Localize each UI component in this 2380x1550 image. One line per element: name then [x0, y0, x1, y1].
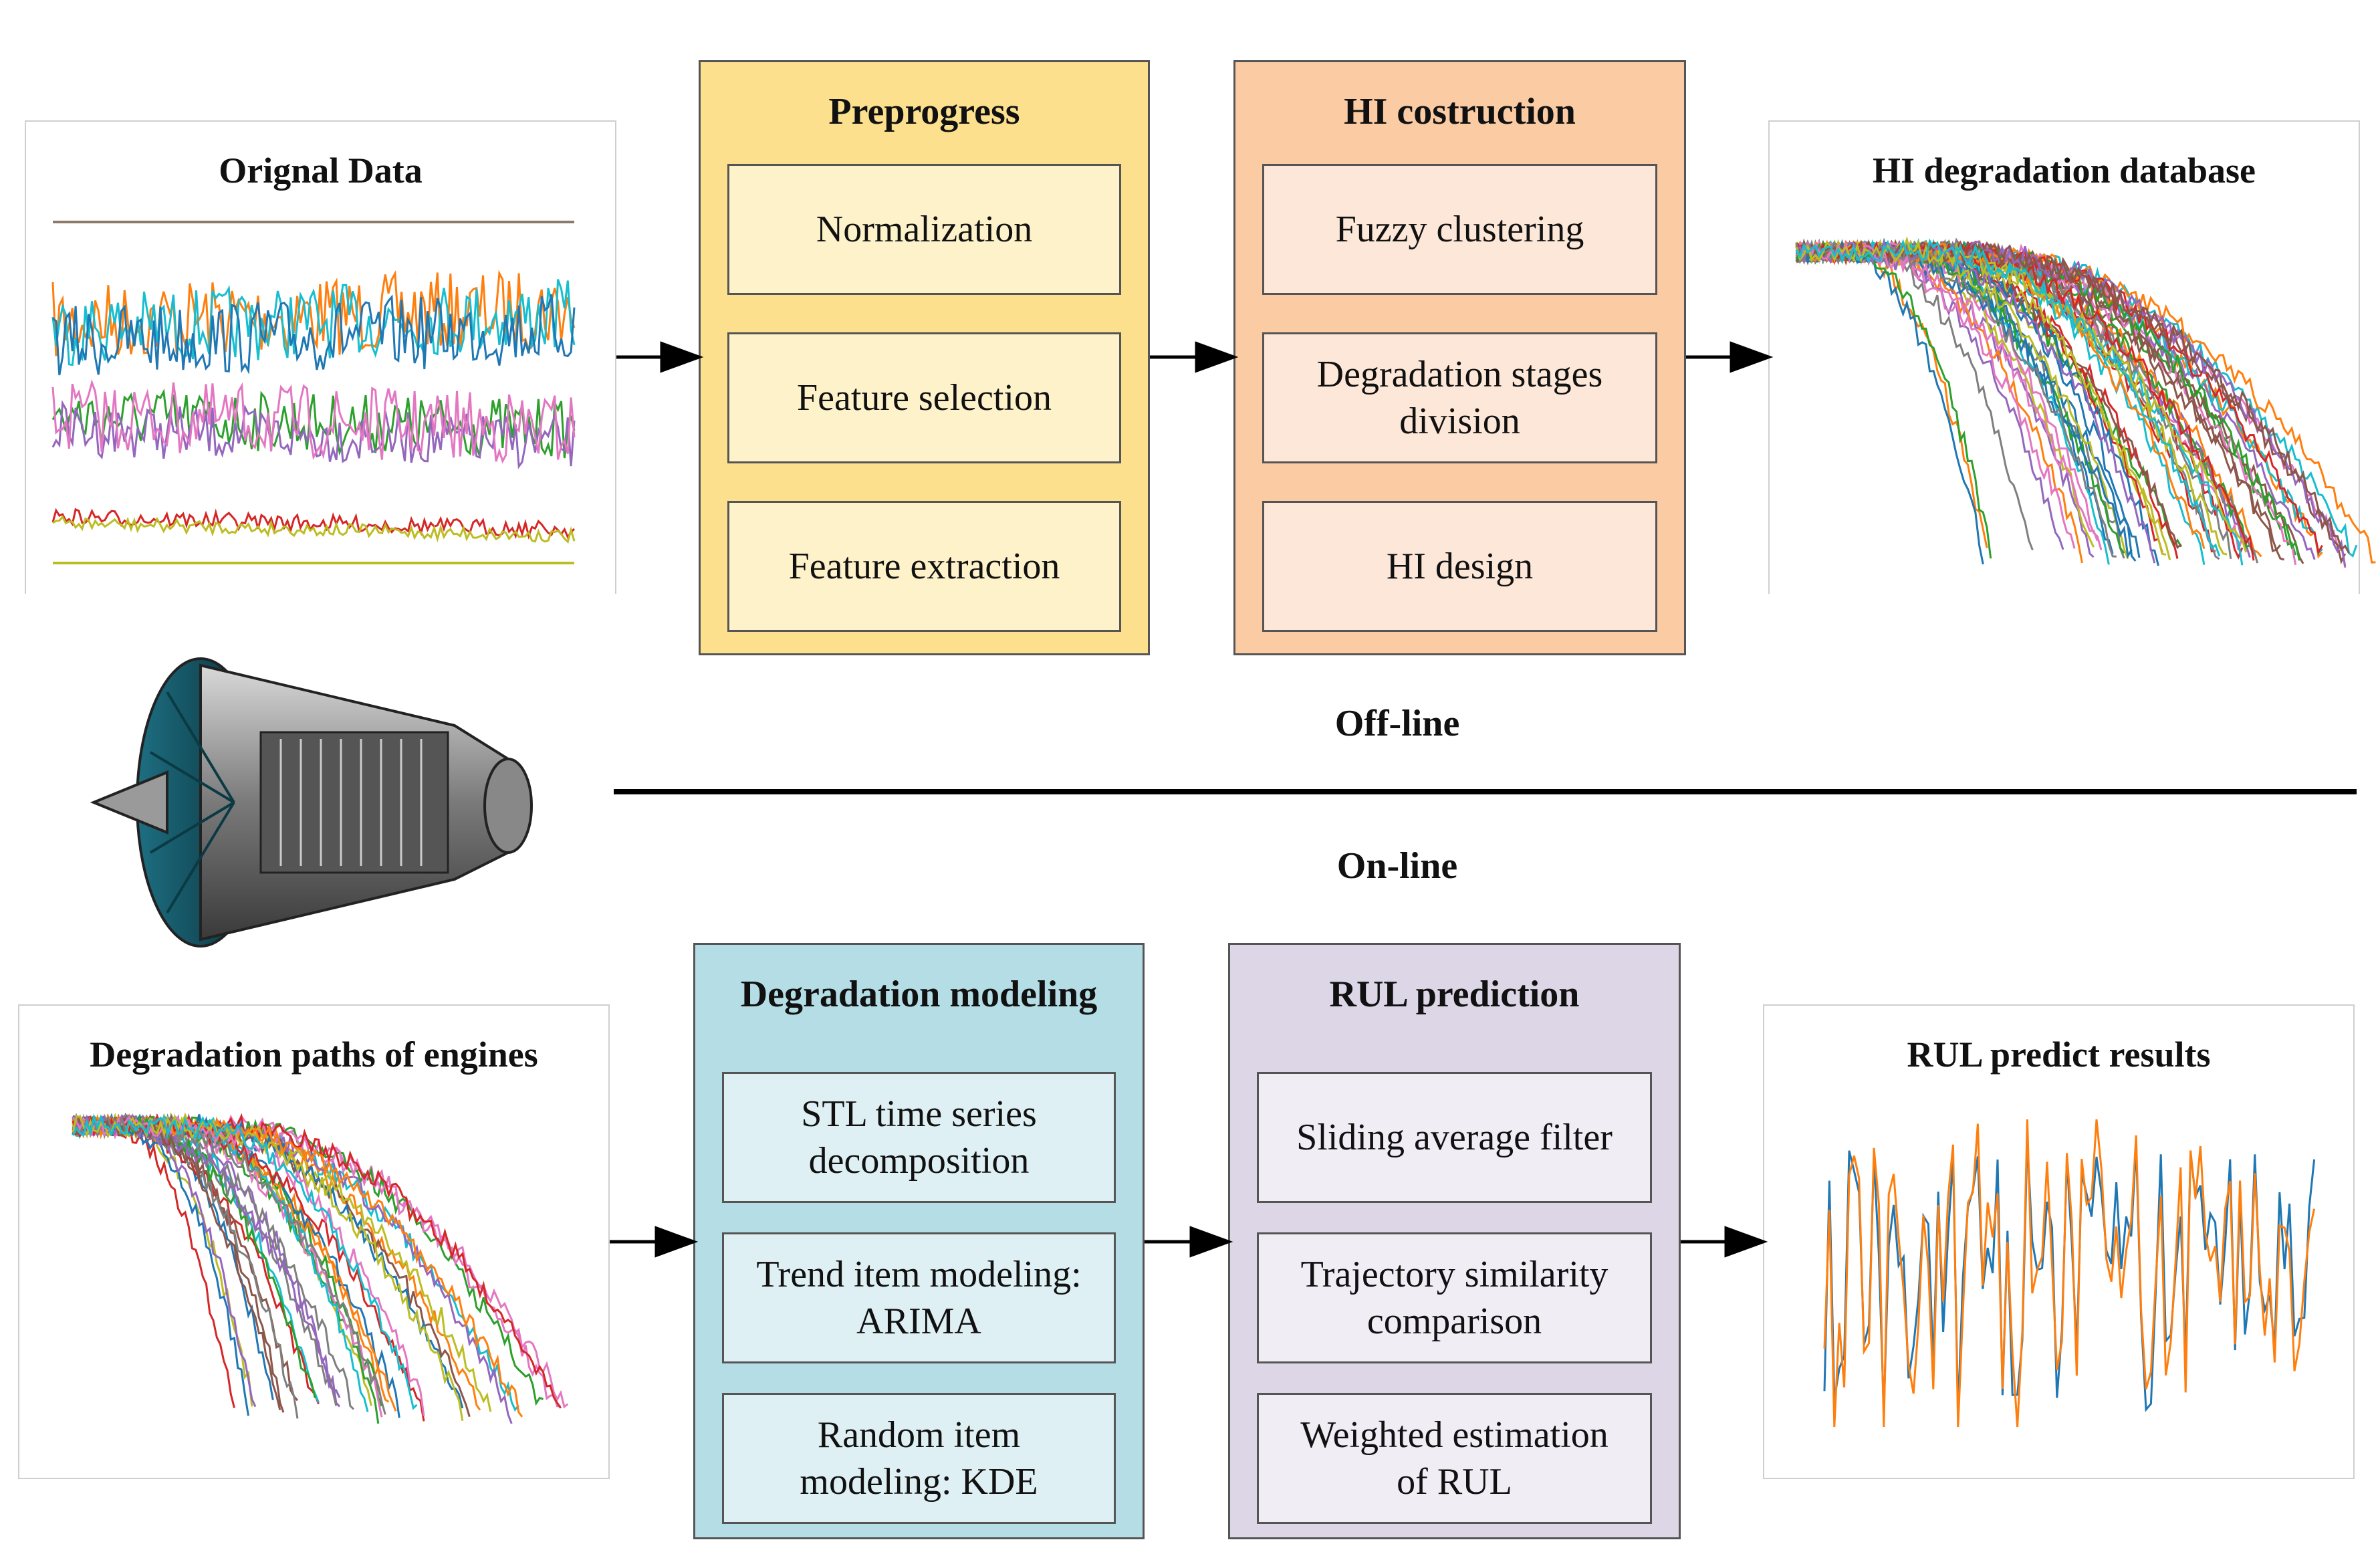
original-data-title: Orignal Data: [219, 150, 423, 191]
degradation-modeling-stage: Degradation modeling STL time series dec…: [693, 943, 1145, 1539]
preprogress-title: Preprogress: [828, 91, 1020, 132]
degradation-path: [72, 1113, 464, 1421]
rul-results-title: RUL predict results: [1907, 1034, 2211, 1075]
trajectory-similarity-box: Trajectory similarity comparison: [1257, 1232, 1652, 1363]
sliding-filter-box: Sliding average filter: [1257, 1072, 1652, 1203]
hi-database-plot: [1795, 236, 2376, 568]
original-data-line: [51, 379, 576, 464]
hi-curve: [1795, 241, 2347, 565]
rul-prediction-title: RUL prediction: [1329, 974, 1580, 1015]
turbofan-engine-icon: [90, 657, 533, 948]
hi-database-panel: HI degradation database: [1768, 120, 2376, 594]
original-data-line: [51, 279, 576, 366]
hi-construction-stage: HI costruction Fuzzy clustering Degradat…: [1233, 60, 1686, 655]
original-data-panel: Orignal Data: [25, 120, 616, 594]
weighted-estimation-box: Weighted estimation of RUL: [1257, 1393, 1652, 1524]
degradation-modeling-title: Degradation modeling: [740, 974, 1098, 1015]
degradation-path: [72, 1115, 281, 1410]
hi-construction-title: HI costruction: [1344, 91, 1576, 132]
degradation-paths-title: Degradation paths of engines: [90, 1034, 538, 1075]
original-data-line: [51, 400, 576, 469]
degradation-paths-plot: [72, 1112, 569, 1424]
hi-curve: [1795, 243, 2117, 558]
degradation-stages-box: Degradation stages division: [1262, 332, 1657, 463]
degradation-path: [72, 1113, 464, 1409]
hi-design-box: HI design: [1262, 501, 1657, 632]
preprogress-stage: Preprogress Normalization Feature select…: [699, 60, 1150, 655]
stl-decomposition-box: STL time series decomposition: [722, 1072, 1116, 1203]
original-data-line: [51, 389, 576, 459]
original-data-plot: [51, 221, 576, 564]
degradation-paths-panel: Degradation paths of engines: [18, 1004, 610, 1479]
degradation-path: [72, 1114, 386, 1415]
rul-prediction-stage: RUL prediction Sliding average filter Tr…: [1228, 943, 1681, 1539]
offline-label: Off-line: [1334, 703, 1460, 744]
rul-results-plot: [1823, 1119, 2316, 1428]
original-data-line: [52, 515, 576, 544]
rul-series-2: [1823, 1119, 2316, 1428]
feature-selection-box: Feature selection: [727, 332, 1121, 463]
original-data-line: [52, 294, 576, 376]
online-label: On-line: [1336, 845, 1458, 887]
trend-item-box: Trend item modeling: ARIMA: [722, 1232, 1116, 1363]
degradation-path: [72, 1113, 418, 1410]
fuzzy-clustering-box: Fuzzy clustering: [1262, 164, 1657, 295]
hi-database-title: HI degradation database: [1872, 150, 2256, 191]
hi-curve: [1795, 243, 1992, 559]
hi-curve: [1795, 238, 2221, 557]
random-item-box: Random item modeling: KDE: [722, 1393, 1116, 1524]
feature-extraction-box: Feature extraction: [727, 501, 1121, 632]
normalization-box: Normalization: [727, 164, 1121, 295]
hi-curve: [1795, 236, 2248, 553]
